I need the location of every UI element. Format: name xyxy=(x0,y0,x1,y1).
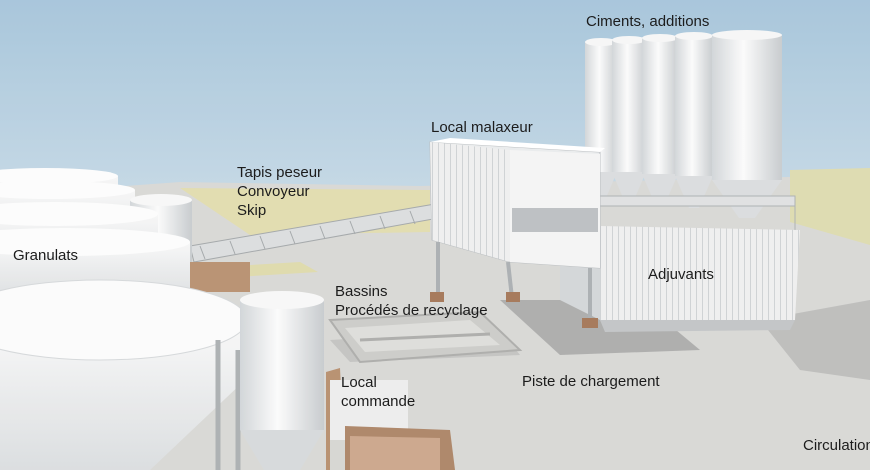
label-convoyeur: Convoyeur xyxy=(237,183,310,200)
aggregate-tanks xyxy=(0,168,324,470)
label-circulation: Circulation xyxy=(803,437,870,454)
label-skip: Skip xyxy=(237,202,267,219)
control-room xyxy=(326,368,455,470)
label-procedes-recyclage: Procédés de recyclage xyxy=(335,302,488,319)
label-granulats: Granulats xyxy=(13,247,79,264)
mixer-house xyxy=(429,138,605,328)
label-commande: commande xyxy=(341,393,416,410)
grass-patch-right xyxy=(790,168,870,245)
label-local: Local xyxy=(341,374,377,391)
recycling-basins xyxy=(328,310,523,364)
label-bassins-group: Bassins Procédés de recyclage xyxy=(335,282,488,320)
label-local-malaxeur: Local malaxeur xyxy=(431,119,533,136)
label-local-commande-group: Local commande xyxy=(341,373,415,411)
label-conveyor-group: Tapis peseur Convoyeur Skip xyxy=(237,163,322,220)
label-adjuvants: Adjuvants xyxy=(648,266,714,283)
label-piste-chargement: Piste de chargement xyxy=(522,373,660,390)
label-ciments-additions: Ciments, additions xyxy=(586,13,710,30)
label-tapis-peseur: Tapis peseur xyxy=(237,164,323,181)
label-bassins: Bassins xyxy=(335,283,388,300)
